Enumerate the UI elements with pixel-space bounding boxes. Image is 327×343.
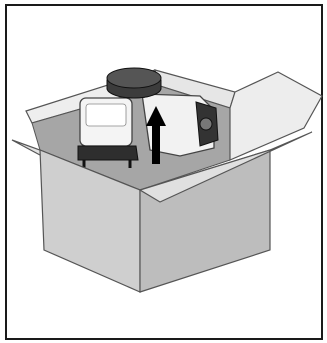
tank-icon — [78, 98, 138, 168]
round-cap-icon — [107, 68, 161, 98]
